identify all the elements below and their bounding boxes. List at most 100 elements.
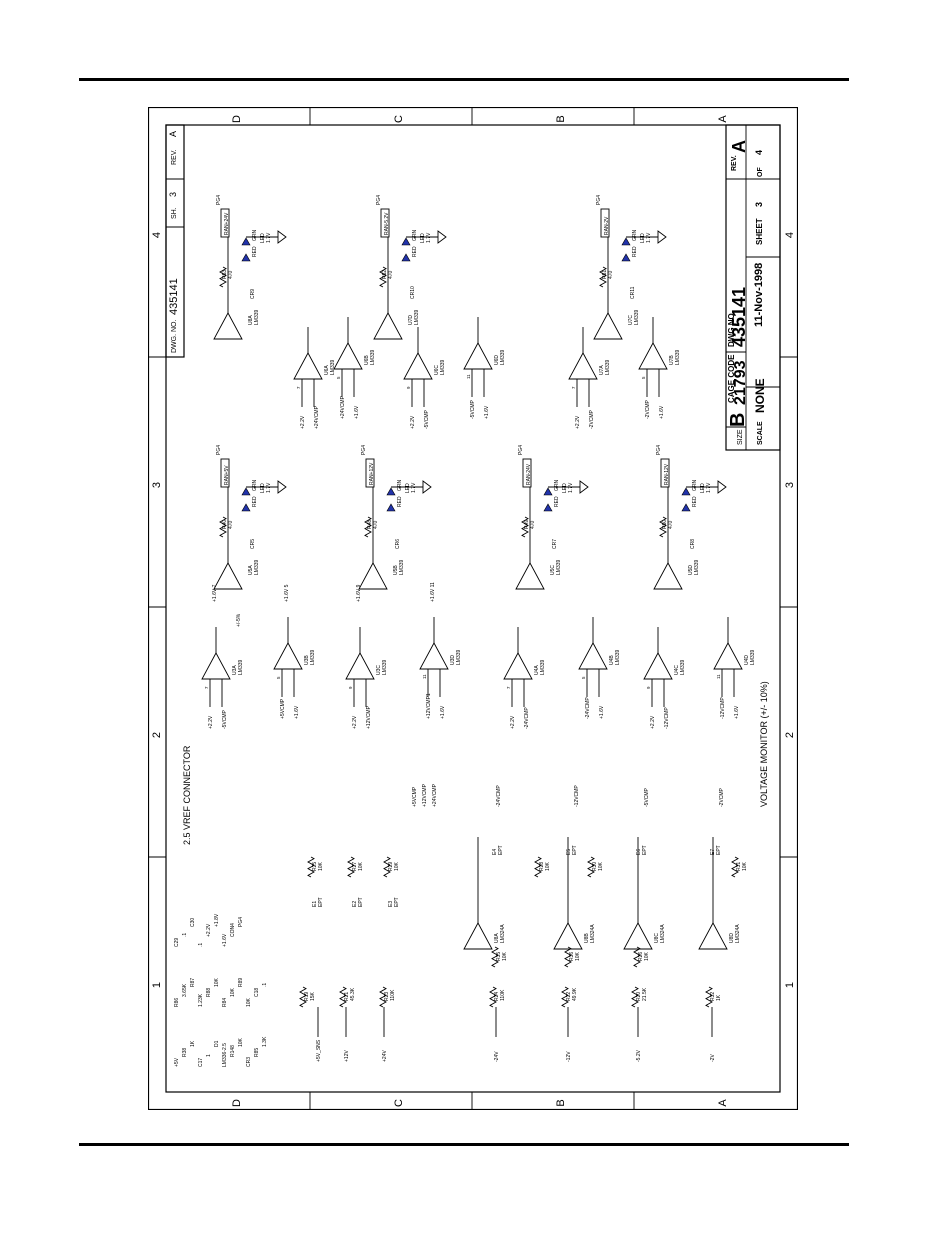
comparator-input-label: +1.6V	[294, 705, 300, 719]
comparator-ref: U6A	[324, 365, 330, 375]
reference-label: 10K	[230, 987, 236, 997]
indicator-comparator-part: LM339	[254, 309, 260, 325]
comparator-part: LM339	[310, 649, 316, 665]
indicator-comparator	[213, 312, 243, 340]
indicator-led-green-label: GRN	[252, 230, 258, 242]
indicator-led-green-label: GRN	[554, 480, 560, 492]
scaling-output-label: -2VCMP	[719, 787, 725, 807]
header-sh-label: SH.	[171, 207, 178, 219]
comparator-input-label: +2.2V	[300, 415, 306, 429]
reference-label: CON4	[230, 923, 236, 937]
supply-input-label: +12V	[344, 1050, 350, 1062]
indicator-page-ref: PG4	[518, 445, 524, 455]
indicator-comparator	[358, 562, 388, 590]
comparator-input-label: +2.2V	[410, 415, 416, 429]
indicator-ground	[422, 480, 432, 494]
indicator-resistor-ref: R48	[367, 520, 373, 529]
title-rev-value: A	[729, 140, 749, 153]
indicator-comparator	[593, 312, 623, 340]
test-point-ref: E6	[636, 849, 642, 855]
comparator-pin-label: 9	[406, 386, 411, 389]
title-rev-label: REV.	[731, 155, 738, 171]
supply-input-label: +24V	[382, 1050, 388, 1062]
comparator-input-label: +1.6V	[484, 405, 490, 419]
comparator-input-label: +2.2V	[208, 715, 214, 729]
zone-label-top-b: B	[555, 115, 567, 122]
net-label: +1.6V 11	[430, 582, 436, 602]
indicator-net-label: RAN-2V	[604, 216, 610, 235]
indicator-page-ref: PG4	[361, 445, 367, 455]
net-label: +1.6V 5	[284, 584, 290, 602]
comparator-u6b	[333, 342, 363, 370]
comparator-part: LM339	[750, 649, 756, 665]
scaling-resistor-value: 15K	[310, 991, 316, 1001]
title-cage-label: CAGE CODE	[727, 354, 736, 403]
title-scale-value: NONE	[753, 378, 767, 413]
comparator-part: LM339	[500, 349, 506, 365]
reference-label: .1	[262, 983, 268, 987]
scaling-resistor	[491, 946, 499, 968]
comparator-ref: U3D	[450, 655, 456, 665]
scaling-resistor-ref: R28	[539, 862, 545, 871]
indicator-ground	[657, 230, 667, 244]
zone-label-right-4: 4	[784, 232, 796, 238]
reference-label: C30	[190, 918, 196, 927]
scaling-resistor-ref: R35	[496, 952, 502, 961]
comparator-input-label: +1.6V	[659, 405, 665, 419]
scaling-opamp-part: LM324A	[660, 924, 666, 943]
reference-label: R84	[222, 998, 228, 1007]
comparator-u4a	[503, 652, 533, 680]
indicator-ground	[717, 480, 727, 494]
comparator-u4d	[713, 642, 743, 670]
comparator-ref: U6D	[494, 355, 500, 365]
test-point-type: EPT	[498, 845, 504, 855]
indicator-led-red-label: RED	[632, 246, 638, 257]
indicator-led-red-label: RED	[554, 496, 560, 507]
scaling-resistor-ref: R31	[736, 862, 742, 871]
comparator-u6a	[293, 352, 323, 380]
supply-input-label: -2V	[710, 1054, 716, 1062]
indicator-offpage-flag	[660, 458, 670, 488]
scaling-resistor	[307, 856, 315, 878]
scaling-opamp-ref: U8A	[494, 933, 500, 943]
scaling-opamp	[463, 922, 493, 950]
comparator-ref: U6B	[364, 355, 370, 365]
comparator-input-label: +5VCMP	[280, 698, 286, 719]
reference-label: 10K	[214, 977, 220, 987]
comparator-u3b	[273, 642, 303, 670]
indicator-comparator-ref: U5D	[688, 565, 694, 575]
comparator-input-label: +24VCMP	[314, 405, 320, 429]
comparator-part: LM339	[456, 649, 462, 665]
comparator-pin-label: 5	[276, 676, 281, 679]
indicator-offpage-flag	[220, 458, 230, 488]
reference-label: +2.2V	[206, 923, 212, 937]
reference-label: C18	[254, 988, 260, 997]
indicator-led-red	[543, 503, 553, 512]
indicator-led-part: LED	[420, 233, 426, 243]
caption-voltage-monitor: VOLTAGE MONITOR (+/- 10%)	[759, 681, 769, 807]
indicator-comparator-ref: U5B	[393, 565, 399, 575]
indicator-led-voltage: 1.7V	[646, 232, 652, 243]
reference-label: R85	[254, 1048, 260, 1057]
indicator-comparator	[373, 312, 403, 340]
indicator-resistor-value: 470	[228, 270, 234, 279]
test-point-ref: E5	[566, 849, 572, 855]
scaling-resistor-value: 10K	[394, 861, 400, 871]
sheet-inner-border	[165, 124, 781, 1093]
indicator-resistor-ref: R50	[662, 520, 668, 529]
indicator-net-label: RAN-5.2V	[384, 212, 390, 235]
indicator-resistor	[219, 516, 227, 538]
reference-label: LM336-2.5	[222, 1043, 228, 1067]
test-point-ref: E7	[710, 849, 716, 855]
scaling-resistor	[564, 946, 572, 968]
comparator-pin-label: 11	[466, 374, 471, 379]
reference-label: R88	[206, 988, 212, 997]
comparator-u3a	[201, 652, 231, 680]
comparator-ref: U6C	[434, 365, 440, 375]
scaling-resistor	[731, 856, 739, 878]
comparator-part: LM339	[440, 359, 446, 375]
comparator-input-label: +1.6V	[599, 705, 605, 719]
reference-label: +1.6V	[222, 933, 228, 947]
comparator-part: LM339	[605, 359, 611, 375]
comparator-u4c	[643, 652, 673, 680]
